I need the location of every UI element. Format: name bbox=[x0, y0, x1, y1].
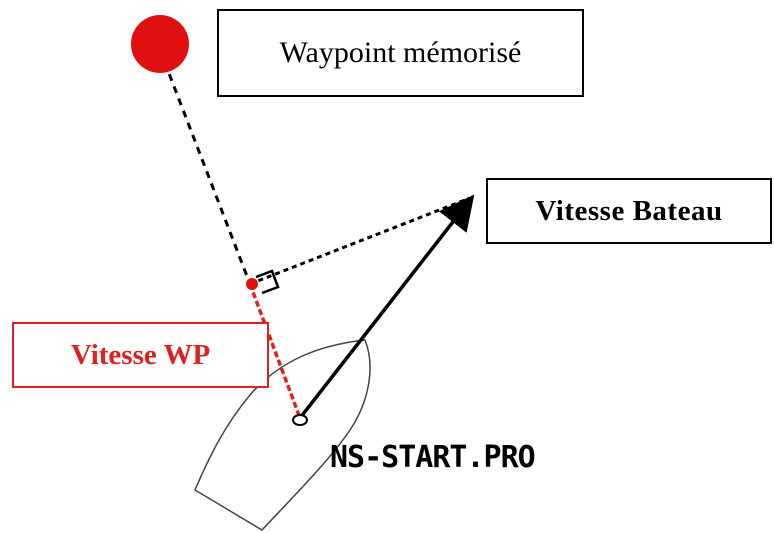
wp-speed-vector bbox=[248, 283, 302, 419]
boat-speed-label-box: Vitesse Bateau bbox=[486, 178, 772, 244]
brand-watermark: NS-START.PRO bbox=[330, 440, 536, 475]
waypoint-label: Waypoint mémorisé bbox=[279, 36, 522, 69]
waypoint-label-box: Waypoint mémorisé bbox=[217, 9, 584, 97]
boat-origin-marker bbox=[292, 414, 308, 426]
boat-speed-vector bbox=[298, 194, 475, 420]
waypoint-marker bbox=[131, 15, 189, 73]
wp-speed-label-box: Vitesse WP bbox=[12, 322, 269, 388]
waypoint-bearing-line bbox=[158, 49, 252, 285]
wp-speed-label: Vitesse WP bbox=[70, 338, 211, 371]
boat-speed-label: Vitesse Bateau bbox=[535, 194, 723, 227]
projection-point bbox=[246, 278, 258, 290]
right-angle-marker bbox=[255, 269, 280, 295]
boat-hull-outline bbox=[194, 339, 371, 531]
projection-line bbox=[249, 196, 471, 286]
